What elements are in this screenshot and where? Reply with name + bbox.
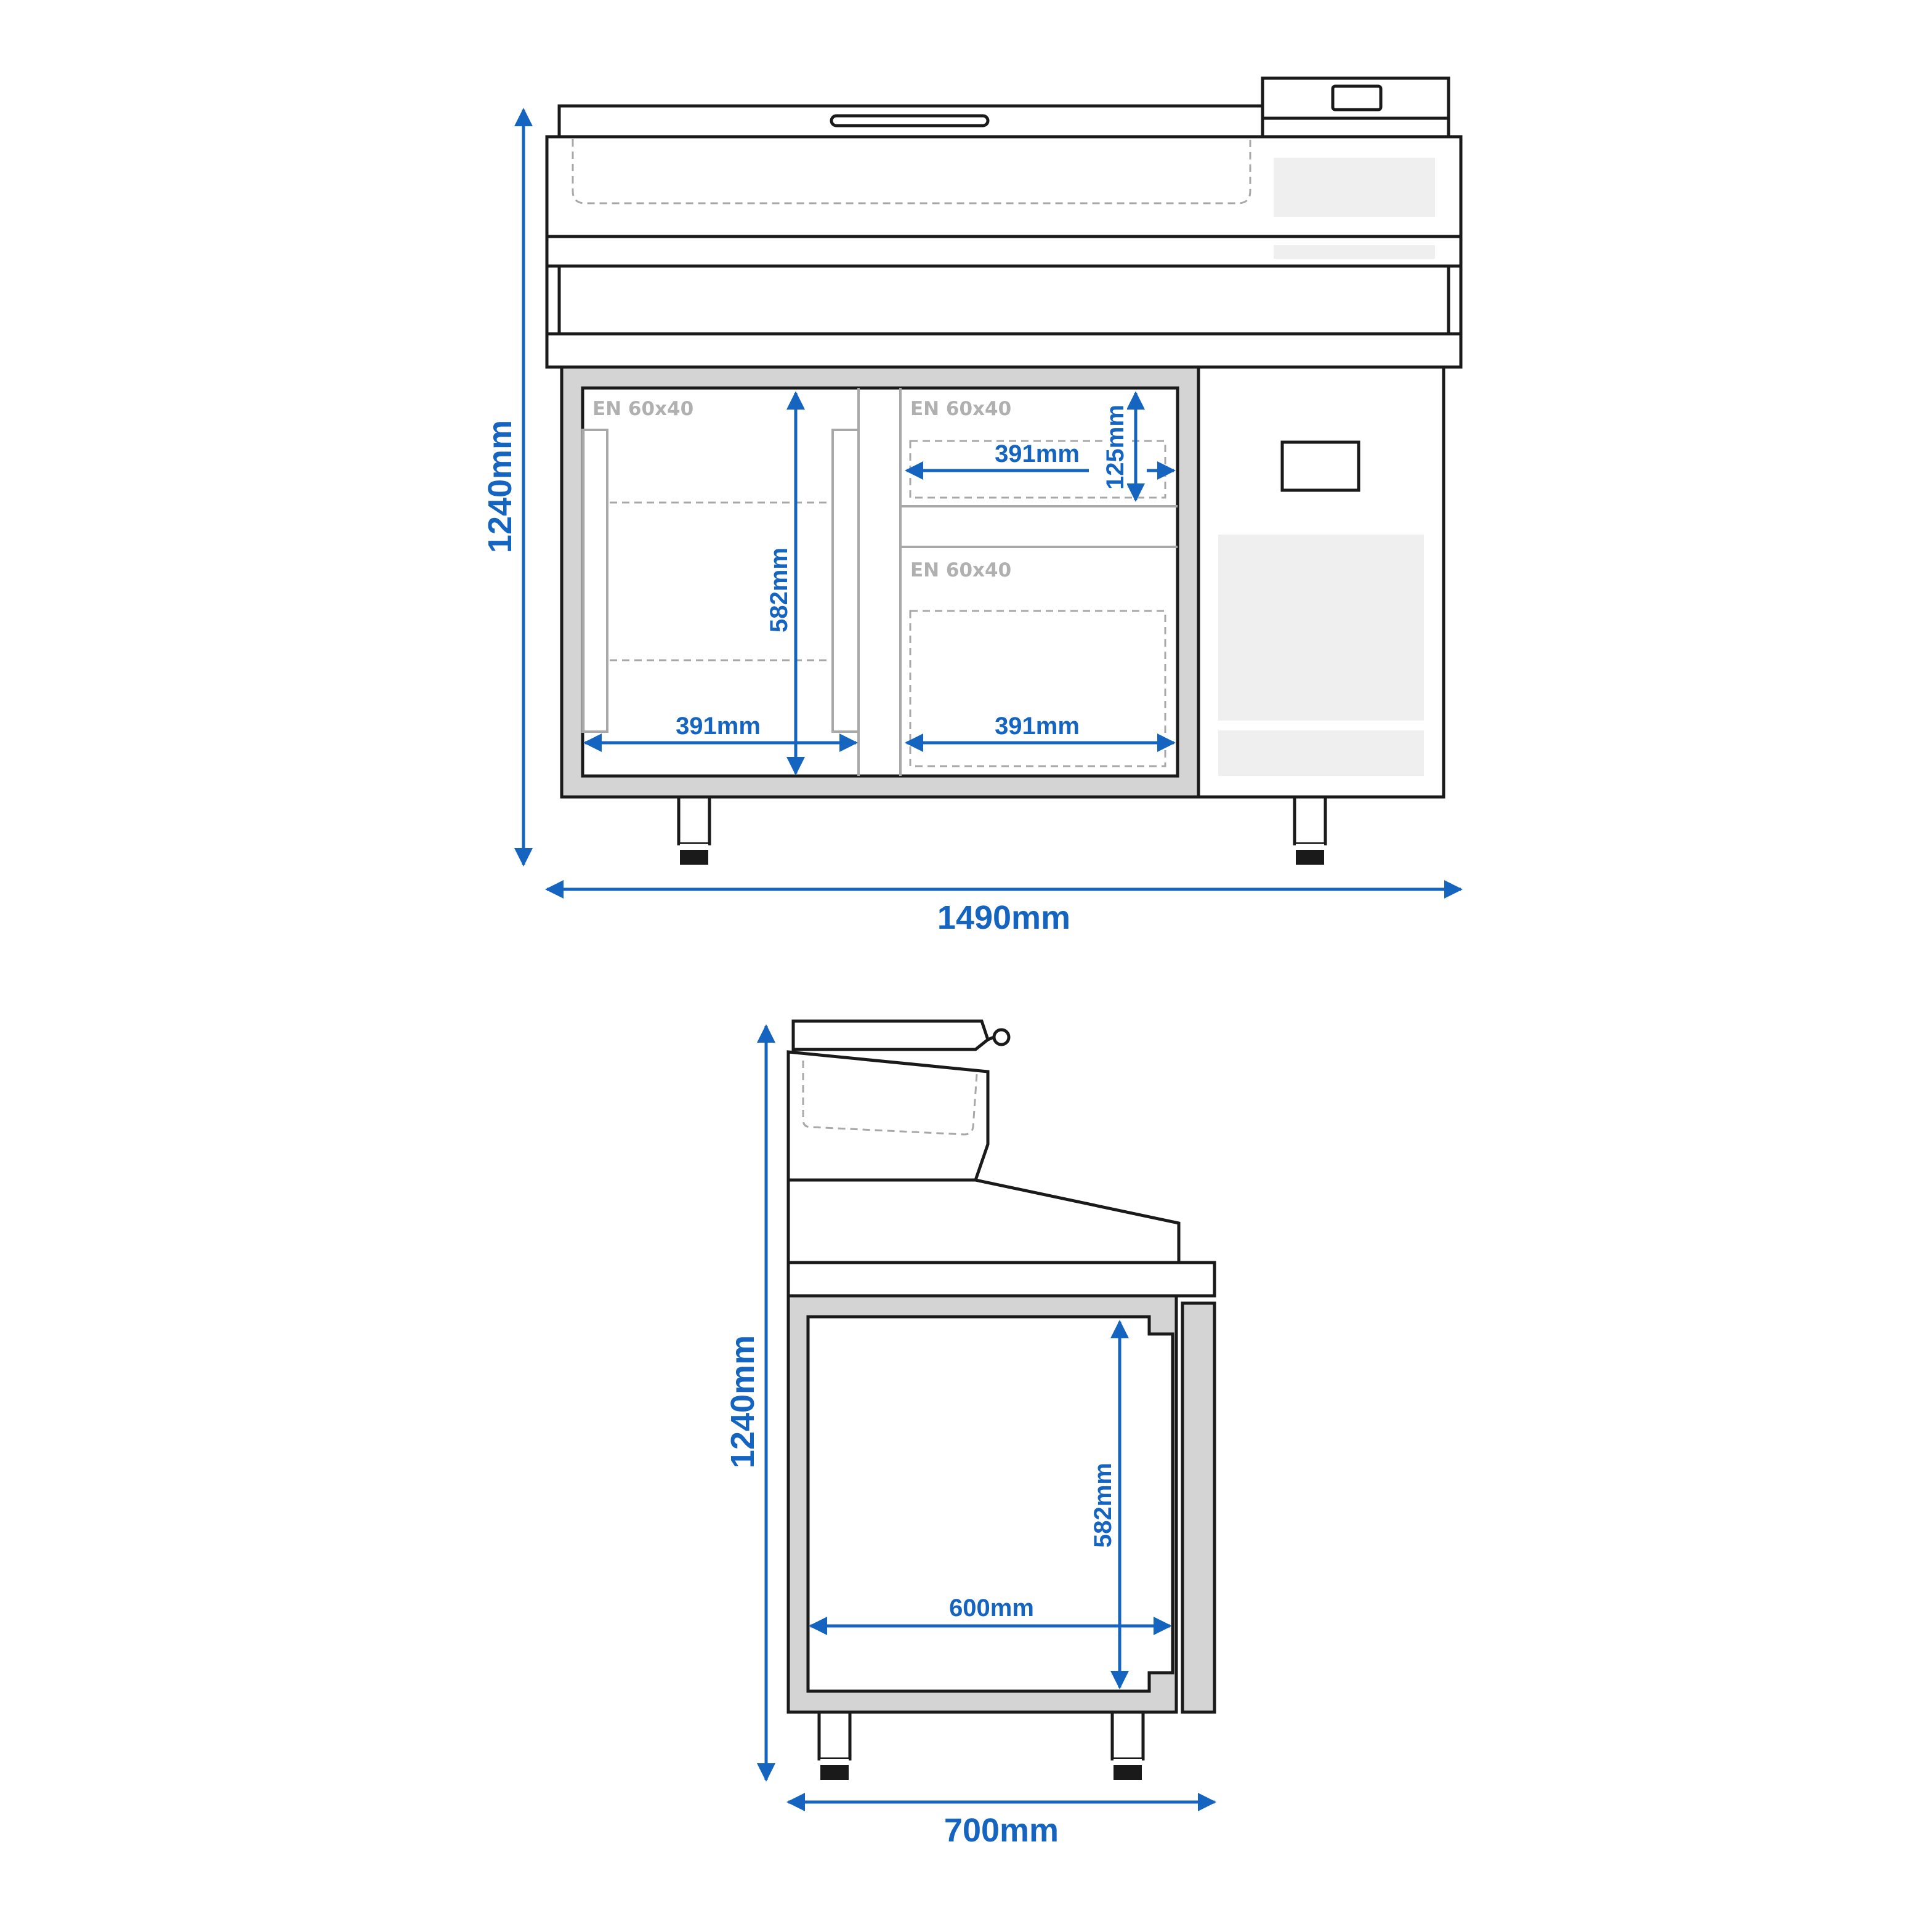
side-rear-leg [1110,1710,1145,1761]
right-rail-guide [831,429,860,733]
top-drawer-height-label-bg [1102,406,1127,487]
top-drawer-height-label: 125mm [1102,405,1129,490]
left-width-label: 391mm [676,713,761,740]
side-pan-outline [802,1061,978,1136]
side-height-label: 1240mm [724,1335,761,1468]
side-depth-label: 700mm [944,1812,1059,1849]
control-display [1331,84,1383,111]
lid-handle [830,114,990,127]
machine-vent-upper [1218,535,1424,721]
side-front-leg [817,1710,852,1761]
left-rail-guide [581,429,608,733]
machine-vent-lower [1218,730,1424,776]
side-inner-height-label: 582mm [1089,1463,1117,1548]
front-width-label: 1490mm [937,899,1070,936]
top-drawer-width-label: 391mm [995,440,1080,467]
side-inner-depth-label: 600mm [949,1595,1034,1622]
upper-pan-outline [572,139,1251,204]
right-top-gn-label: EN 60x40 [910,398,1011,420]
side-inner-cavity [806,1315,1174,1693]
front-right-leg [1293,795,1327,846]
bottom-drawer-width-label: 391mm [995,713,1080,740]
front-height-label: 1240mm [482,420,519,553]
side-hood [786,1050,990,1182]
side-front-foot-gap [820,1759,849,1765]
side-topping-rail [786,1178,1181,1264]
side-view: 1240mm 700mm 582mm 600mm [724,1019,1216,1849]
front-view: EN 60x40 EN 60x40 EN 60x40 1240mm 1490mm… [482,76,1463,936]
lower-drawer-pan [909,610,1166,767]
right-bottom-gn-label: EN 60x40 [910,559,1011,581]
side-door [1181,1301,1216,1714]
side-lid [791,1019,990,1051]
door-opening [581,386,1179,778]
front-left-leg [677,795,711,846]
front-left-foot-gap [680,844,708,850]
lid-hinge-knob [992,1028,1011,1046]
left-gn-label: EN 60x40 [592,398,693,420]
front-right-foot-gap [1296,844,1324,850]
machine-control-panel [1280,440,1360,492]
front-lid [557,104,1264,139]
side-worktop [786,1261,1216,1298]
side-rear-foot-gap [1114,1759,1142,1765]
worktop [545,332,1463,369]
upper-right-label-panel [1274,158,1435,217]
rail-label-panel [1274,245,1435,259]
left-height-label: 582mm [766,548,793,633]
rail-middle [557,264,1450,336]
lid-hinge-arm [987,1035,995,1041]
